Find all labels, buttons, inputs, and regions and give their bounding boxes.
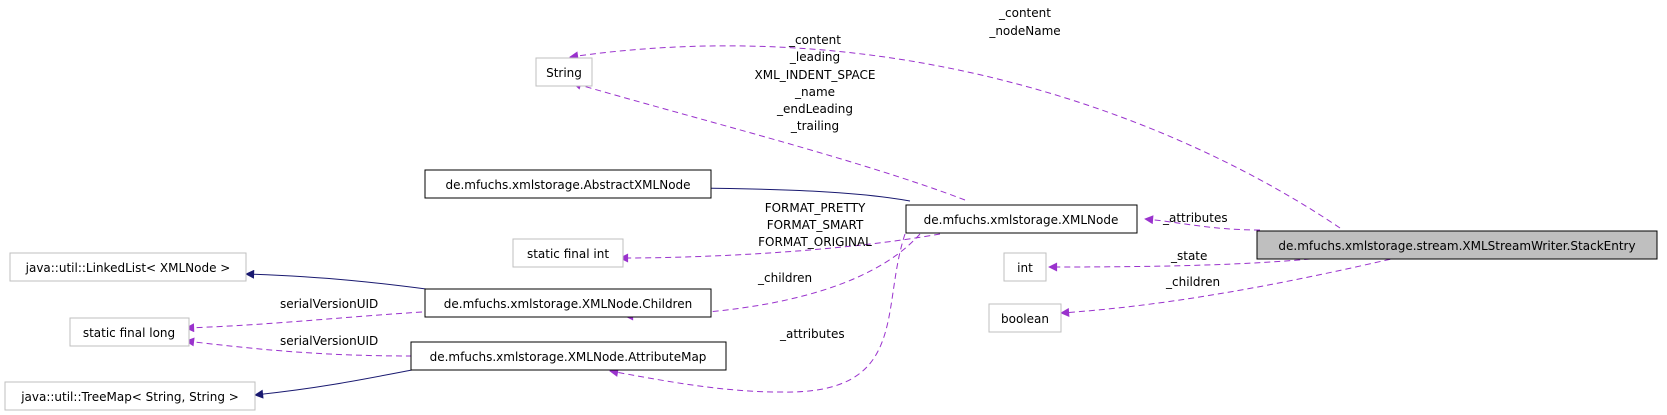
label-format-pretty: FORMAT_PRETTY [765, 201, 866, 215]
label-content: _content [998, 6, 1051, 20]
edge-xmlnode-to-attributemap [609, 233, 906, 393]
node-static-final-long[interactable]: static final long [69, 317, 190, 347]
node-tree-map-label: java::util::TreeMap< String, String > [20, 390, 239, 404]
edge-xmlnode-to-static-final-int [619, 233, 941, 263]
edge-children-inherits-linkedlist [245, 269, 427, 290]
label-name: _name [794, 85, 835, 99]
node-int-label: int [1017, 261, 1033, 275]
node-abstract-xml-node-label: de.mfuchs.xmlstorage.AbstractXMLNode [445, 178, 690, 192]
edge-label-attrmap-serial: serialVersionUID [280, 334, 378, 348]
label-trailing: _trailing [790, 119, 839, 133]
node-string-label: String [546, 66, 582, 80]
node-static-final-int[interactable]: static final int [512, 238, 624, 268]
edge-label-format-constants: FORMAT_PRETTY FORMAT_SMART FORMAT_ORIGIN… [758, 201, 872, 249]
node-linked-list-label: java::util::LinkedList< XMLNode > [25, 261, 231, 275]
edge-label-stack-attributes: _attributes [1162, 211, 1228, 225]
node-static-final-int-label: static final int [527, 247, 609, 261]
edge-label-stackentry-string: _content _nodeName [988, 6, 1060, 38]
edge-label-xmlnode-children: _children [757, 271, 812, 285]
edge-label-stack-children: _children [1165, 275, 1220, 289]
label-format-smart: FORMAT_SMART [767, 218, 864, 232]
edge-children-to-static-final-long [185, 311, 423, 333]
edge-stackentry-to-int [1048, 256, 1331, 272]
node-linked-list[interactable]: java::util::LinkedList< XMLNode > [9, 252, 247, 282]
edge-label-stack-state: _state [1170, 249, 1207, 263]
label-xml-indent-space: XML_INDENT_SPACE [755, 68, 876, 82]
node-static-final-long-label: static final long [83, 326, 175, 340]
edge-attrmap-to-static-final-long [185, 337, 413, 357]
edge-label-children-serial: serialVersionUID [280, 297, 378, 311]
edge-stackentry-to-string [569, 45, 1341, 229]
node-stack-entry[interactable]: de.mfuchs.xmlstorage.stream.XMLStreamWri… [1256, 230, 1658, 260]
node-int[interactable]: int [1003, 252, 1047, 282]
edge-stackentry-to-xmlnode [1144, 215, 1261, 231]
label-leading: _leading [789, 50, 840, 64]
label-endleading: _endLeading [776, 102, 853, 116]
node-xml-node[interactable]: de.mfuchs.xmlstorage.XMLNode [905, 204, 1138, 234]
label-nodename: _nodeName [988, 24, 1060, 38]
edge-xmlnode-to-string [572, 80, 966, 201]
node-abstract-xml-node[interactable]: de.mfuchs.xmlstorage.AbstractXMLNode [424, 169, 712, 199]
node-xml-node-label: de.mfuchs.xmlstorage.XMLNode [924, 213, 1119, 227]
node-boolean-label: boolean [1001, 312, 1049, 326]
node-string[interactable]: String [535, 57, 593, 87]
node-tree-map[interactable]: java::util::TreeMap< String, String > [4, 381, 256, 411]
edge-stackentry-to-boolean [1060, 256, 1401, 317]
edge-label-xmlnode-string: _content _leading XML_INDENT_SPACE _name… [755, 33, 876, 133]
edge-label-xmlnode-attributes: _attributes [779, 327, 845, 341]
node-attribute-map-label: de.mfuchs.xmlstorage.XMLNode.AttributeMa… [430, 350, 707, 364]
node-children-label: de.mfuchs.xmlstorage.XMLNode.Children [444, 297, 692, 311]
label-format-original: FORMAT_ORIGINAL [758, 235, 872, 249]
node-boolean[interactable]: boolean [988, 303, 1062, 333]
edge-xmlnode-inherits-abstract [692, 183, 911, 202]
node-attribute-map[interactable]: de.mfuchs.xmlstorage.XMLNode.AttributeMa… [410, 341, 727, 371]
node-children[interactable]: de.mfuchs.xmlstorage.XMLNode.Children [424, 288, 712, 318]
edge-attrmap-inherits-treemap [254, 369, 413, 399]
node-stack-entry-label: de.mfuchs.xmlstorage.stream.XMLStreamWri… [1278, 239, 1635, 253]
label-content: _content [788, 33, 841, 47]
